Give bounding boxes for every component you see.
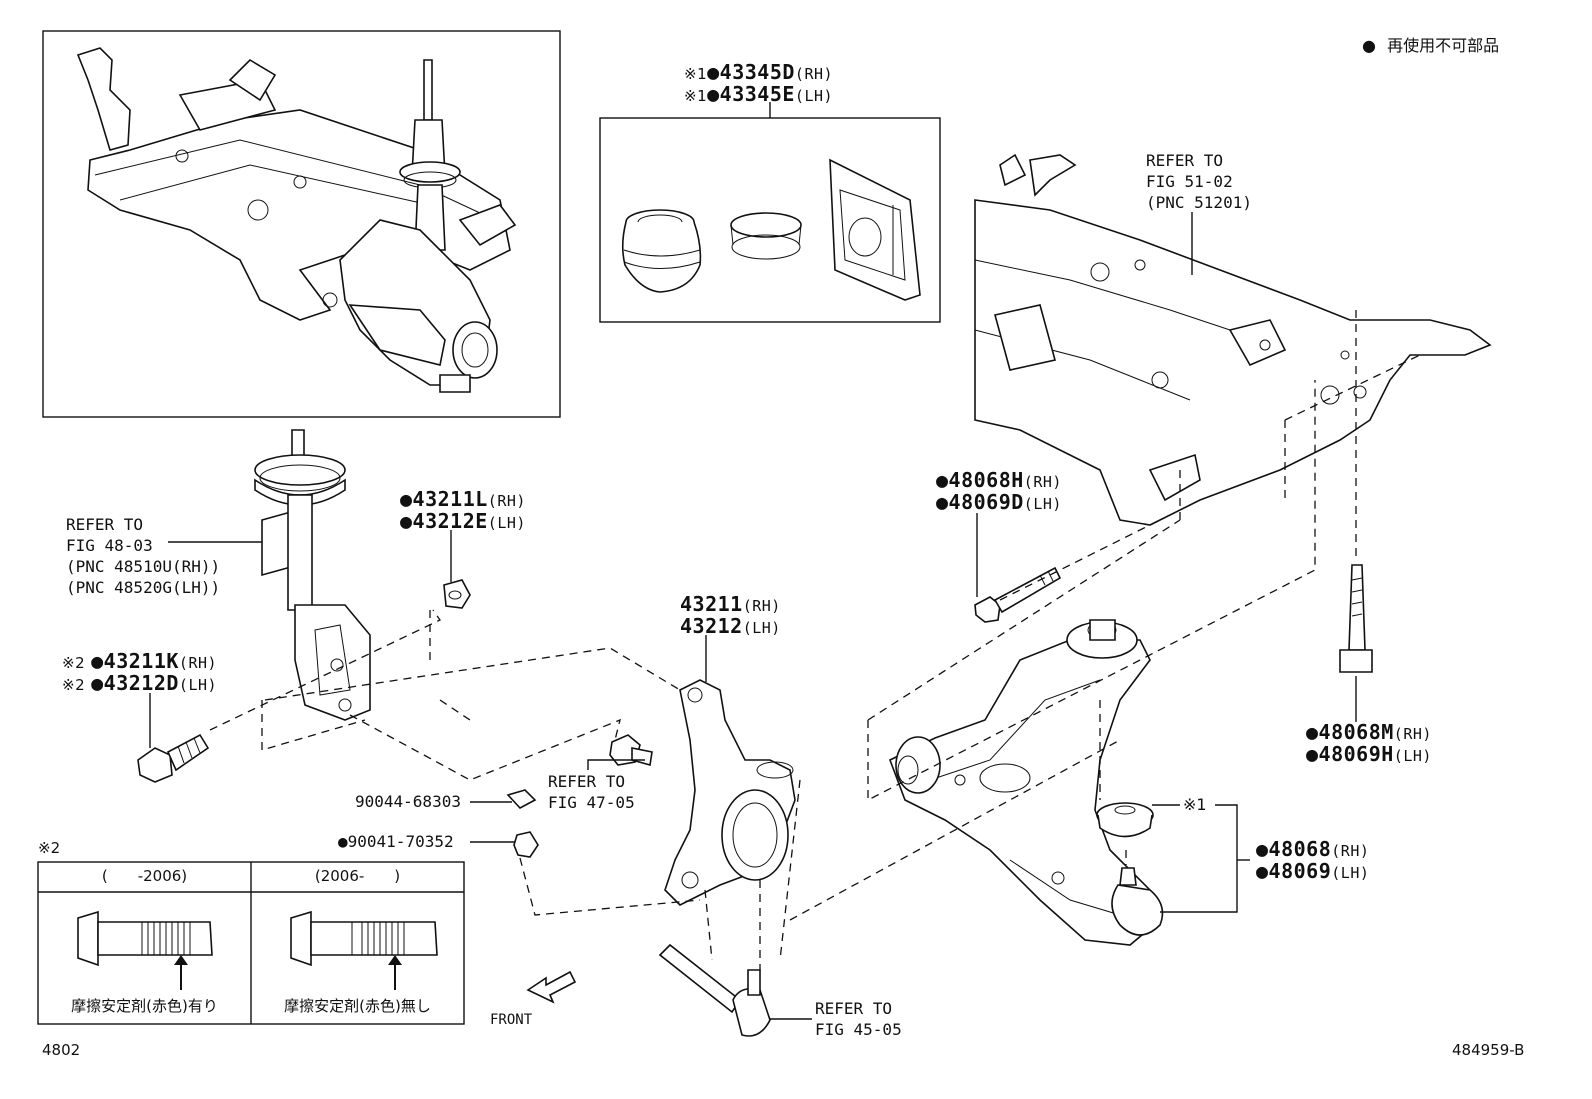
small-bolt <box>609 734 653 767</box>
table-caption-col2: 摩擦安定剤(赤色)無し <box>284 997 431 1015</box>
table-caption-col1: 摩擦安定剤(赤色)有り <box>71 997 218 1015</box>
label-48068h[interactable]: ●48068H(RH) <box>936 468 1062 492</box>
note2-mark: ※2 <box>62 676 86 694</box>
steering-knuckle <box>664 679 796 906</box>
label-48069[interactable]: ●48069(LH) <box>1256 859 1370 883</box>
label-43211l[interactable]: ●43211L(RH) <box>400 487 526 511</box>
non-reusable-icon: ● <box>1306 720 1319 744</box>
note2-mark: ※2 <box>62 654 86 672</box>
inset-suspension-assembly <box>76 47 517 393</box>
label-43211[interactable]: 43211(RH) <box>680 592 781 616</box>
legend-bullet-icon: ● <box>1362 36 1376 55</box>
label-43212[interactable]: 43212(LH) <box>680 614 781 638</box>
non-reusable-icon: ● <box>400 509 413 533</box>
flange-nut <box>443 579 471 609</box>
crossmember <box>974 153 1492 526</box>
non-reusable-icon: ● <box>936 490 949 514</box>
grease-packet <box>829 158 921 301</box>
non-reusable-icon: ● <box>400 487 413 511</box>
table-note2-mark: ※2 <box>38 839 61 857</box>
note1-mark: ※1 <box>684 87 708 105</box>
label-48069d[interactable]: ●48069D(LH) <box>936 490 1062 514</box>
label-48068m[interactable]: ●48068M(RH) <box>1306 720 1432 744</box>
front-arrow-icon <box>526 970 577 1004</box>
bolt-without-adhesive <box>290 910 438 990</box>
castle-nut <box>513 831 539 858</box>
long-bolt <box>1339 564 1373 673</box>
refer-fig-47-05[interactable]: REFER TO FIG 47-05 <box>548 772 635 812</box>
label-43211k[interactable]: ※2●43211K(RH) <box>62 649 218 673</box>
label-43345e[interactable]: ※1●43345E(LH) <box>684 82 834 106</box>
non-reusable-icon: ● <box>91 671 104 695</box>
refer-fig-48-03[interactable]: REFER TO FIG 48-03 (PNC 48510U(RH)) (PNC… <box>66 515 221 597</box>
dust-boot <box>621 209 702 293</box>
non-reusable-icon: ● <box>1306 742 1319 766</box>
non-reusable-icon: ● <box>91 649 104 673</box>
non-reusable-icon: ● <box>1256 859 1269 883</box>
non-reusable-icon: ● <box>707 82 720 106</box>
inset-frame <box>42 30 561 418</box>
strut-assembly <box>254 429 371 721</box>
label-48068[interactable]: ●48068(RH) <box>1256 837 1370 861</box>
non-reusable-icon: ● <box>338 832 348 851</box>
footer-figure-number: 4802 <box>42 1041 81 1059</box>
non-reusable-icon: ● <box>936 468 949 492</box>
tie-rod-end <box>658 943 771 1037</box>
boot-clamp-ring <box>730 212 802 260</box>
legend-text: 再使用不可部品 <box>1387 36 1500 55</box>
label-43212e[interactable]: ●43212E(LH) <box>400 509 526 533</box>
non-reusable-icon: ● <box>1256 837 1269 861</box>
cotter-pin <box>506 789 537 809</box>
arm-bolt <box>974 566 1062 623</box>
label-43212d[interactable]: ※2●43212D(LH) <box>62 671 218 695</box>
boot-kit-frame <box>599 117 941 323</box>
table-header-col1: ( -2006) <box>101 867 188 885</box>
note1-marker: ※1 <box>1183 795 1207 814</box>
footer-illustration-id: 484959-B <box>1452 1041 1525 1059</box>
label-90044-68303[interactable]: 90044-68303 <box>355 792 461 811</box>
legend: ● 再使用不可部品 <box>1362 36 1499 56</box>
refer-fig-45-05[interactable]: REFER TO FIG 45-05 <box>815 999 902 1039</box>
label-48069h[interactable]: ●48069H(LH) <box>1306 742 1432 766</box>
front-label: FRONT <box>490 1012 533 1028</box>
ball-joint <box>1096 802 1164 936</box>
non-reusable-icon: ● <box>707 60 720 84</box>
label-43345d[interactable]: ※1●43345D(RH) <box>684 60 834 84</box>
refer-fig-51-02[interactable]: REFER TO FIG 51-02 (PNC 51201) <box>1146 151 1252 212</box>
note1-mark: ※1 <box>684 65 708 83</box>
label-90041-70352[interactable]: ●90041-70352 <box>338 832 454 851</box>
table-header-col2: (2006- ) <box>314 867 401 885</box>
bolt-with-adhesive <box>77 910 213 990</box>
cam-bolt <box>137 733 210 783</box>
